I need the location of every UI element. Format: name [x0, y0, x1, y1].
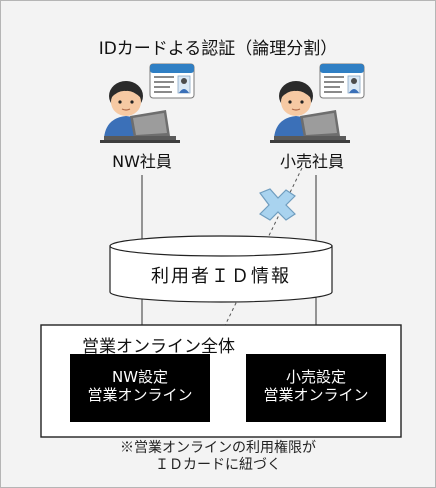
retail-online-block-line1: 小売設定 — [285, 368, 346, 386]
permission-note-line2: ＩＤカードに紐づく — [155, 457, 281, 473]
online-system-label: 営業オンライン全体 — [82, 337, 235, 357]
retail-online-block — [246, 354, 386, 422]
nw-online-block-line1: NW設定 — [111, 368, 169, 386]
nw-id-card-icon — [149, 63, 195, 99]
nw-online-block-label: NW設定 営業オンライン — [70, 368, 210, 404]
nw-online-block — [70, 354, 210, 422]
nw-user-label: NW社員 — [112, 152, 172, 171]
nw-online-block-line2: 営業オンライン — [87, 386, 193, 404]
retail-id-card-icon — [319, 63, 365, 99]
database-cylinder — [109, 235, 333, 303]
x-mark-icon — [259, 188, 296, 221]
retail-online-block-line2: 営業オンライン — [263, 386, 369, 404]
database-label: 利用者ＩＤ情報 — [151, 266, 291, 287]
retail-online-block-label: 小売設定 営業オンライン — [246, 368, 386, 404]
permission-note: ※営業オンラインの利用権限が ＩＤカードに紐づく — [0, 440, 436, 474]
permission-note-line1: ※営業オンラインの利用権限が — [120, 440, 316, 456]
retail-user-label: 小売社員 — [279, 152, 344, 171]
diagram-title: IDカードよる認証（論理分割） — [98, 39, 338, 59]
